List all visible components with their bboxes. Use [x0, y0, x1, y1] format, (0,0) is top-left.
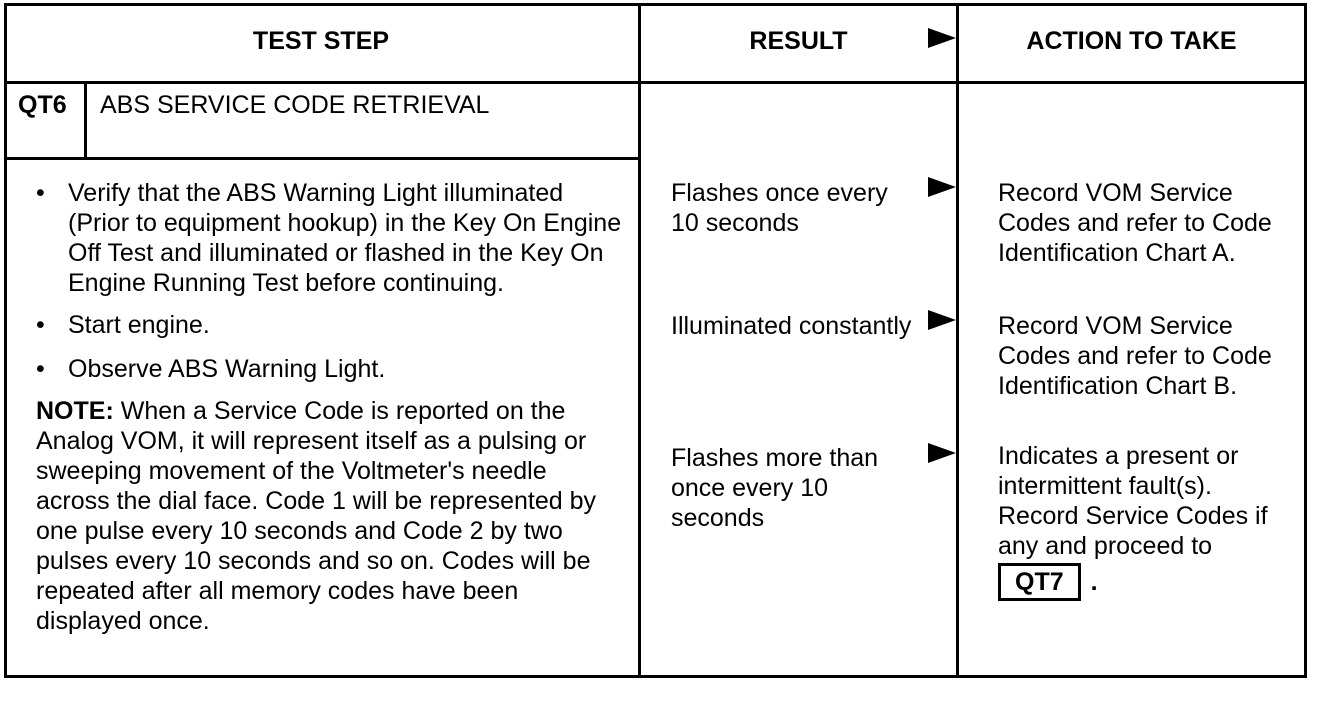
note-label: NOTE:	[36, 397, 114, 425]
action-text: Record VOM Service Codes and refer to Co…	[998, 179, 1272, 267]
header-test-step: TEST STEP	[252, 27, 390, 55]
header-result: RESULT	[749, 27, 848, 55]
arrow-right-icon	[928, 443, 956, 463]
column-divider-result	[638, 3, 641, 678]
instruction-item: Observe ABS Warning Light.	[36, 354, 626, 384]
result-text: Flashes once every 10 seconds	[671, 179, 888, 237]
step-code-divider	[84, 83, 87, 160]
column-divider-action	[956, 3, 959, 678]
goto-step-box[interactable]: QT7	[998, 563, 1081, 601]
goto-step: QT7.	[998, 563, 1098, 601]
instruction-item: Start engine.	[36, 310, 626, 340]
instructions-block: Verify that the ABS Warning Light illumi…	[36, 178, 626, 636]
arrow-right-icon	[928, 177, 956, 197]
action-text: Record VOM Service Codes and refer to Co…	[998, 312, 1272, 400]
arrow-right-icon	[928, 310, 956, 330]
result-text: Flashes more than once every 10 seconds	[671, 444, 879, 532]
step-title: ABS SERVICE CODE RETRIEVAL	[100, 91, 490, 119]
header-rule	[4, 81, 1307, 84]
note-text: When a Service Code is reported on the A…	[36, 397, 597, 635]
step-code: QT6	[18, 91, 67, 119]
action-text: Indicates a present or intermittent faul…	[998, 442, 1268, 560]
goto-suffix: .	[1090, 568, 1098, 596]
arrow-right-icon	[928, 28, 956, 48]
result-text: Illuminated constantly	[671, 312, 912, 340]
diagnostic-table	[4, 3, 1307, 678]
step-title-rule	[4, 157, 640, 160]
note-paragraph: NOTE: When a Service Code is reported on…	[36, 396, 626, 636]
header-action: ACTION TO TAKE	[1026, 27, 1237, 55]
instruction-item: Verify that the ABS Warning Light illumi…	[36, 178, 626, 298]
